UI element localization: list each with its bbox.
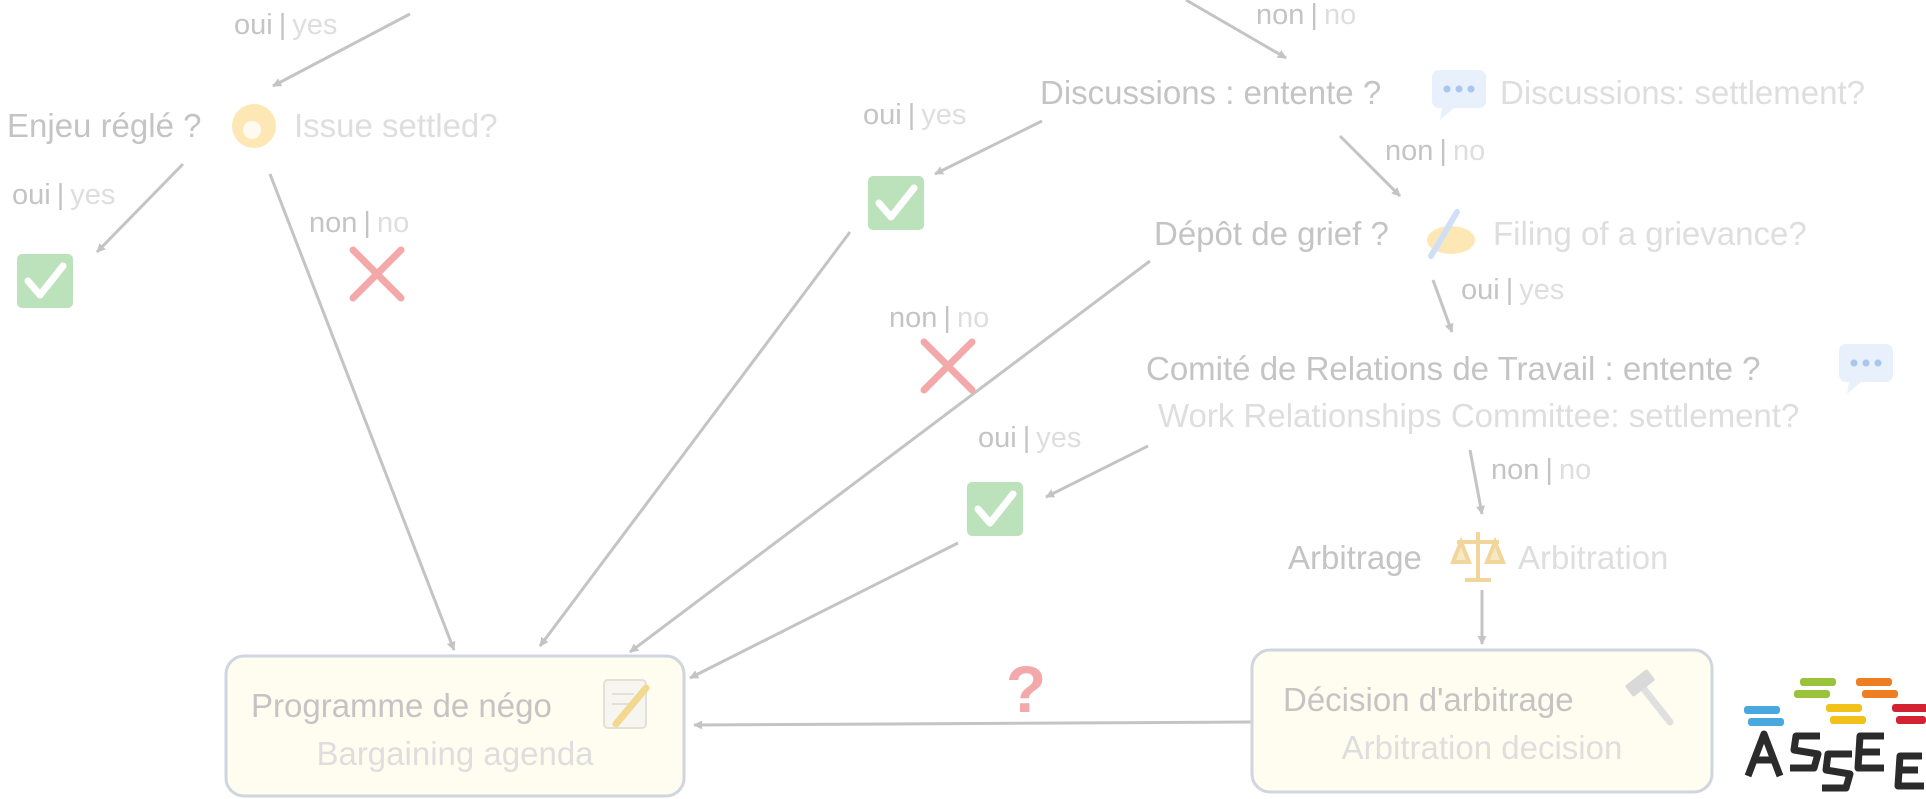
node-grievance-en: Filing of a grievance? bbox=[1493, 215, 1807, 252]
arrow-grievance-no-to-agenda bbox=[629, 259, 1151, 654]
arrow-grievance-yes bbox=[1431, 279, 1454, 333]
arrow-discussions-no bbox=[1338, 134, 1402, 198]
box-arbitration-decision: Décision d'arbitrage Arbitration decisio… bbox=[1250, 648, 1714, 794]
node-arbitration-en: Arbitration bbox=[1518, 539, 1668, 576]
check-icon bbox=[17, 254, 73, 308]
hammer-icon bbox=[1625, 669, 1674, 726]
box-bargaining-agenda: Programme de négo Bargaining agenda bbox=[224, 654, 686, 798]
label-non-no: non|no bbox=[1385, 135, 1485, 167]
label-oui-yes: oui|yes bbox=[978, 422, 1081, 454]
writing-hand-icon bbox=[1427, 209, 1475, 259]
memo-icon bbox=[603, 679, 650, 729]
speech-bubble-icon bbox=[1839, 344, 1893, 394]
check-icon bbox=[967, 482, 1023, 536]
node-arbitration: Arbitrage Arbitration bbox=[1288, 532, 1668, 582]
node-committee-en: Work Relationships Committee: settlement… bbox=[1158, 397, 1799, 434]
label-non-no: non|no bbox=[889, 302, 989, 334]
node-arbitration-fr: Arbitrage bbox=[1288, 539, 1422, 576]
arrow-discussions-yes bbox=[934, 119, 1043, 176]
label-non-no: non|no bbox=[1256, 0, 1356, 31]
node-grievance: Dépôt de grief ? Filing of a grievance? bbox=[1154, 209, 1807, 259]
node-issue-settled: Enjeu réglé ? Issue settled? bbox=[7, 104, 498, 148]
arrows bbox=[95, 0, 1487, 730]
label-oui-yes: oui|yes bbox=[12, 179, 115, 211]
box-arbitration-decision-en: Arbitration decision bbox=[1342, 729, 1623, 766]
node-issue-settled-fr: Enjeu réglé ? bbox=[7, 107, 201, 144]
label-oui-yes: oui|yes bbox=[1461, 274, 1564, 306]
arrow-committee-yes bbox=[1045, 444, 1149, 499]
arrow-decision-to-agenda bbox=[693, 720, 1253, 730]
node-discussions-fr: Discussions : entente ? bbox=[1040, 74, 1381, 111]
branch-labels: oui|yes oui|yes non|no non|no oui|yes no… bbox=[12, 0, 1591, 486]
ok-hand-icon bbox=[232, 104, 276, 148]
box-bargaining-agenda-fr: Programme de négo bbox=[251, 687, 552, 724]
arrow-check-to-agenda-2 bbox=[689, 541, 959, 680]
node-committee: Comité de Relations de Travail : entente… bbox=[1146, 344, 1893, 434]
label-oui-yes: oui|yes bbox=[234, 9, 337, 41]
speech-bubble-icon bbox=[1432, 70, 1486, 120]
label-oui-yes: oui|yes bbox=[863, 99, 966, 131]
cross-icon bbox=[920, 338, 976, 394]
node-grievance-fr: Dépôt de grief ? bbox=[1154, 215, 1389, 252]
arrow-top-to-discussions bbox=[1185, 0, 1287, 60]
arrow-issue-yes bbox=[95, 162, 185, 254]
question-mark: ? bbox=[1006, 652, 1046, 726]
node-issue-settled-en: Issue settled? bbox=[294, 107, 498, 144]
arrow-issue-no-to-agenda bbox=[268, 173, 456, 651]
cross-icon bbox=[349, 246, 405, 302]
label-non-no: non|no bbox=[1491, 454, 1591, 486]
node-discussions: Discussions : entente ? Discussions: set… bbox=[1040, 70, 1865, 120]
balance-scale-icon bbox=[1450, 532, 1506, 582]
logo bbox=[1744, 678, 1926, 792]
node-discussions-en: Discussions: settlement? bbox=[1500, 74, 1865, 111]
box-arbitration-decision-fr: Décision d'arbitrage bbox=[1283, 681, 1574, 718]
label-non-no: non|no bbox=[309, 207, 409, 239]
box-bargaining-agenda-en: Bargaining agenda bbox=[316, 735, 594, 772]
node-committee-fr: Comité de Relations de Travail : entente… bbox=[1146, 350, 1761, 387]
arrow-committee-no bbox=[1468, 449, 1485, 515]
check-icon bbox=[868, 176, 924, 230]
arrow-top-to-issue bbox=[272, 12, 411, 88]
arrow-check-to-agenda bbox=[538, 231, 852, 647]
